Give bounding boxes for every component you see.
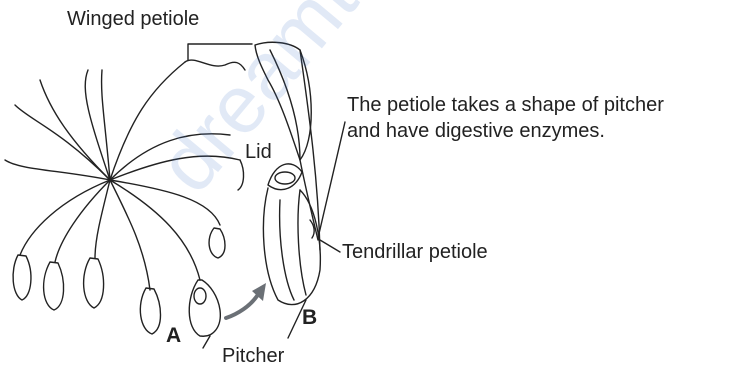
label-b: B (302, 306, 317, 330)
label-description-line1: The petiole takes a shape of pitcher (347, 93, 664, 117)
label-lid: Lid (245, 140, 272, 164)
plant-b (255, 42, 320, 304)
label-description-line2: and have digestive enzymes. (347, 119, 605, 143)
label-pitcher: Pitcher (222, 344, 284, 368)
label-tendrillar-petiole: Tendrillar petiole (342, 240, 488, 264)
label-winged-petiole: Winged petiole (67, 7, 199, 31)
curved-arrow (226, 283, 266, 318)
label-a: A (166, 324, 181, 348)
plant-a (5, 60, 245, 336)
